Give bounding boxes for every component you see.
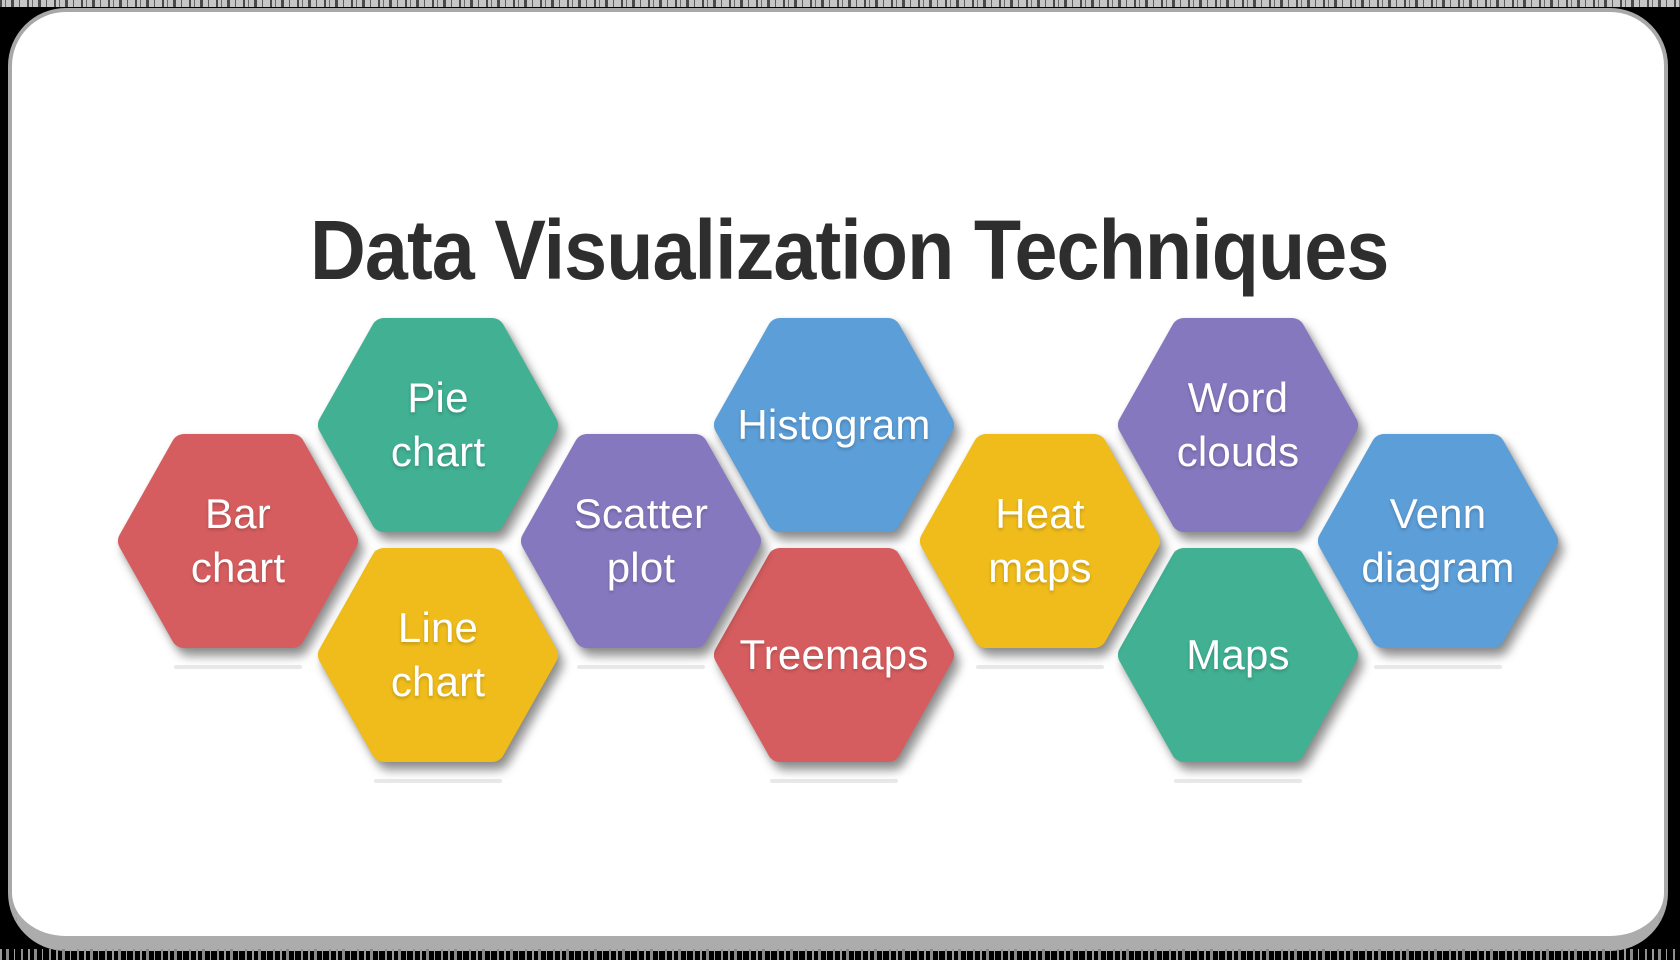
reflection-line-line-chart [374,779,502,783]
hexagon-pie-chart: Pie chart [318,317,558,533]
hexagon-bar-chart: Bar chart [118,433,358,649]
reflection-line-venn-diagram [1374,665,1502,669]
hexagon-label: Treemaps [739,631,929,678]
hexagon-shape-icon [318,318,558,532]
reflection-line-bar-chart [174,665,302,669]
hexagon-maps: Maps [1118,547,1358,763]
hexagon-shape-icon [118,434,358,648]
hexagon-shape-icon [714,318,954,532]
hexagon-line-chart: Line chart [318,547,558,763]
hexagon-shape-icon [920,434,1160,648]
top-watermark-strip [0,0,1680,7]
bottom-watermark-strip [0,949,1680,960]
hexagon-label: Heat maps [988,490,1092,591]
hexagon-label: Scatter plot [573,490,709,591]
hexagon-label: Word clouds [1176,374,1300,475]
hexagon-shape-icon [521,434,761,648]
hexagon-shape-icon [318,548,558,762]
hexagon-word-clouds: Word clouds [1118,317,1358,533]
page-title: Data Visualization Techniques [310,203,1389,298]
hexagon-label: Bar chart [190,490,286,591]
hexagon-shape-icon [1318,434,1558,648]
hexagon-label: Maps [1186,631,1290,678]
hexagon-treemaps: Treemaps [714,547,954,763]
hexagon-label: Histogram [737,401,931,448]
hexagon-label: Line chart [390,604,486,705]
hexagon-shape-icon [714,548,954,762]
reflection-line-heat-maps [976,665,1104,669]
hexagon-shape-icon [1118,548,1358,762]
hexagon-label: Venn diagram [1361,490,1515,591]
reflection-line-scatter-plot [577,665,705,669]
reflection-line-treemaps [770,779,898,783]
hexagon-shape-icon [1118,318,1358,532]
hexagon-label: Pie chart [390,374,486,475]
hexagon-heat-maps: Heat maps [920,433,1160,649]
hexagon-venn-diagram: Venn diagram [1318,433,1558,649]
hexagon-scatter-plot: Scatter plot [521,433,761,649]
hexagon-histogram: Histogram [714,317,954,533]
reflection-line-maps [1174,779,1302,783]
